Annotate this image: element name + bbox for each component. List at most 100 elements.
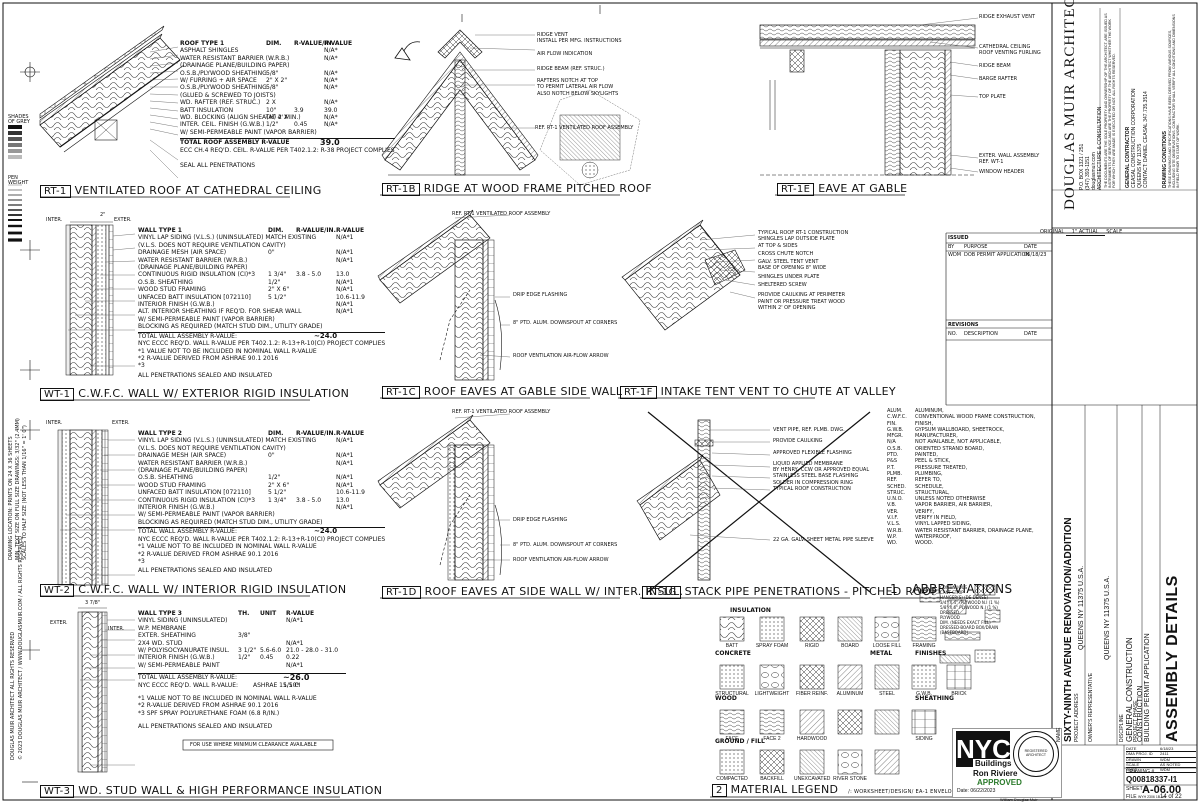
spec-cell: N/A*1: [336, 234, 354, 242]
spec-cell: 1/2": [268, 278, 281, 286]
rt1d-note: ROOF VENTILATION AIR-FLOW ARROW: [513, 557, 609, 563]
spec-cell: N/A*1: [336, 308, 354, 316]
orig-row: ORIGINAL 1" ACTUAL SCALE: [1040, 229, 1122, 236]
spec-cell: [296, 489, 336, 496]
rt1e-note: BARGE RAFTER: [979, 76, 1018, 82]
spec-cell: [296, 294, 336, 301]
abbreviation-key: REF.: [887, 477, 898, 484]
rt1c-note: DRIP EDGE FLASHING: [513, 292, 568, 298]
spec-cell: UNFACED BATT INSULATION [072110]: [138, 293, 251, 301]
rt1b-note: RIDGE BEAM (REF. STRUC.): [537, 65, 605, 72]
project-name-label: NAME: [1056, 727, 1062, 742]
spec-cell: [324, 129, 354, 136]
spec-cell: [268, 234, 296, 241]
abbreviation-key: P.T.: [887, 464, 895, 471]
spec-cell: [324, 62, 354, 69]
abbreviation-def: PAINTED,: [915, 452, 938, 459]
rt1b-inset: [539, 89, 641, 186]
legend-callout: CONTINUOUS: [940, 585, 968, 590]
rt1e-note: RIDGE EXHAUST VENT: [979, 14, 1036, 20]
spec-cell: N/A*: [324, 121, 338, 129]
phase-1: CONSTRUCTION: [1137, 685, 1144, 742]
spec-cell: [238, 617, 260, 624]
abbreviation-key: W.P.: [887, 533, 897, 540]
issued-cell: 06/18/23: [1024, 252, 1047, 258]
spec-cell: ROOF TYPE 1: [180, 40, 225, 47]
legend-swatch-label: BATT: [725, 643, 739, 649]
legend-swatch-label: COMPACTED: [716, 776, 748, 782]
issued-cell: WDM: [948, 252, 962, 258]
spec-cell: 39.0: [324, 106, 338, 114]
rt1e-note: REF. WT-1: [979, 159, 1004, 165]
legend-swatch-label: BACKFILL: [760, 776, 784, 782]
spec-cell: 5/8": [266, 84, 279, 92]
spec-cell: [324, 92, 354, 99]
spec-cell: 2" x 6": [268, 286, 290, 294]
spec-row: DRAINAGE MESH (AIR SPACE)0"N/A*1: [138, 452, 385, 459]
spec-cell: N/A*1: [286, 639, 304, 647]
stamp-date-label: Date:: [957, 788, 969, 794]
abbreviation-item: WD.WOOD.: [887, 540, 1035, 546]
spec-row: WATER RESISTANT BARRIER (W.R.B.)N/A*1: [138, 257, 385, 264]
spec-cell: 3/8": [238, 632, 251, 640]
legend-swatch-label: RIGID: [805, 643, 819, 649]
abbreviation-def: ORIENTED STRAND BOARD,: [915, 445, 985, 452]
legend-callout: DIM. (NEEDS EXACT FILL): [940, 620, 991, 625]
spec-cell: W/ SEMI-PERMEABLE PAINT: [138, 661, 220, 669]
rt1d-note: DRIP EDGE FLASHING: [513, 517, 568, 523]
project-address: QUEENS NY 11375 U.S.A.: [1078, 565, 1085, 650]
rt1d-note: 8" PTD. ALUM. DOWNSPOUT AT CORNERS: [513, 542, 618, 548]
rt1-seal-note: SEAL ALL PENETRATIONS: [180, 162, 256, 170]
abbreviation-def: UNLESS NOTED OTHERWISE: [915, 496, 986, 503]
rt1b-tag: RT-1b: [382, 183, 420, 196]
spec-cell: O.S.B./PLYWOOD SHEATHING: [180, 84, 267, 92]
spec-cell: W/ SEMI-PERMEABLE PAINT (VAPOR BARRIER): [180, 128, 317, 136]
rt1-total-label: TOTAL ROOF ASSEMBLY R-VALUE: [180, 139, 290, 147]
spec-cell: [294, 70, 324, 77]
spec-cell: 0.22: [286, 654, 300, 662]
spec-cell: 2 x: [266, 99, 276, 107]
spec-cell: [294, 77, 324, 84]
rt1g-note: 22 GA. GALV. SHEET METAL PIPE SLEEVE: [773, 537, 874, 543]
legend-finishes: FINISHES: [915, 650, 947, 657]
copy-note-1: DOUGLAS MUIR ARCHITECT ALL RIGHTS RESERV…: [10, 631, 16, 760]
rt1f-title-text: INTAKE TENT VENT TO CHUTE AT VALLEY: [660, 385, 896, 398]
abbreviation-key: ALUM.: [887, 408, 903, 414]
spec-cell: [296, 249, 336, 256]
wt2-tag: WT-2: [40, 584, 75, 597]
spec-cell: [294, 114, 324, 121]
spec-row: (V.L.S. DOES NOT REQUIRE VENTILATION CAV…: [138, 242, 385, 249]
consultant-line-3: CONTACT: DANIEL CEASAL 347.735.3514: [1143, 91, 1149, 188]
stamp-status: APPROVED: [977, 778, 1022, 787]
rt1g-note: PROVIDE CAULKING: [773, 438, 823, 445]
spec-cell: WATER RESISTANT BARRIER (W.R.B.): [138, 256, 248, 264]
legend-callout: 3/4" x 4" (Plywood N.I (1 %): [940, 600, 1000, 605]
abbr-title-text: ABBREVIATIONS: [911, 582, 1013, 596]
spec-cell: N/A*1: [336, 278, 354, 286]
spec-cell: [336, 323, 372, 330]
spec-cell: [336, 467, 372, 474]
rt1b-title: RT-1bRIDGE AT WOOD FRAME PITCHED ROOF: [382, 182, 652, 196]
file-label: FILE: [1126, 794, 1137, 800]
rt1d-title: RT-1dROOF EAVES AT SIDE WALL W/ INTER. I…: [382, 585, 683, 599]
wt2-title-text: C.W.F.C. WALL W/ INTERIOR RIGID INSULATI…: [78, 583, 347, 596]
spec-cell: CONTINUOUS RIGID INSULATION (ci)*3: [138, 271, 256, 279]
rt1-detail: [39, 25, 185, 153]
spec-cell: DIM.: [268, 227, 284, 234]
spec-cell: WATER RESISTANT BARRIER (W.R.B.): [138, 459, 248, 467]
spec-cell: W.P. MEMBRANE: [138, 624, 187, 632]
abbreviation-key: FIN.: [887, 420, 897, 427]
spec-row: ALT. INTERIOR SHEATHING IF REQ'D. FOR SH…: [138, 308, 385, 315]
spec-row: (DRAINAGE PLANE/BUILDING PAPER): [138, 264, 385, 271]
abbreviation-def: SCHEDULE,: [915, 483, 944, 490]
spec-cell: (DRAINAGE PLANE/BUILDING PAPER): [138, 264, 248, 272]
spec-cell: (DRAINAGE PLANE/BUILDING PAPER): [180, 62, 290, 70]
legend-metal: METAL: [870, 650, 893, 657]
wt1-detail: [65, 221, 114, 376]
spec-row: W/ SEMI-PERMEABLE PAINT (VAPOR BARRIER): [180, 129, 395, 136]
spec-cell: 2" x 6": [268, 481, 290, 489]
spec-cell: O.S.B. SHEATHING: [138, 278, 193, 286]
